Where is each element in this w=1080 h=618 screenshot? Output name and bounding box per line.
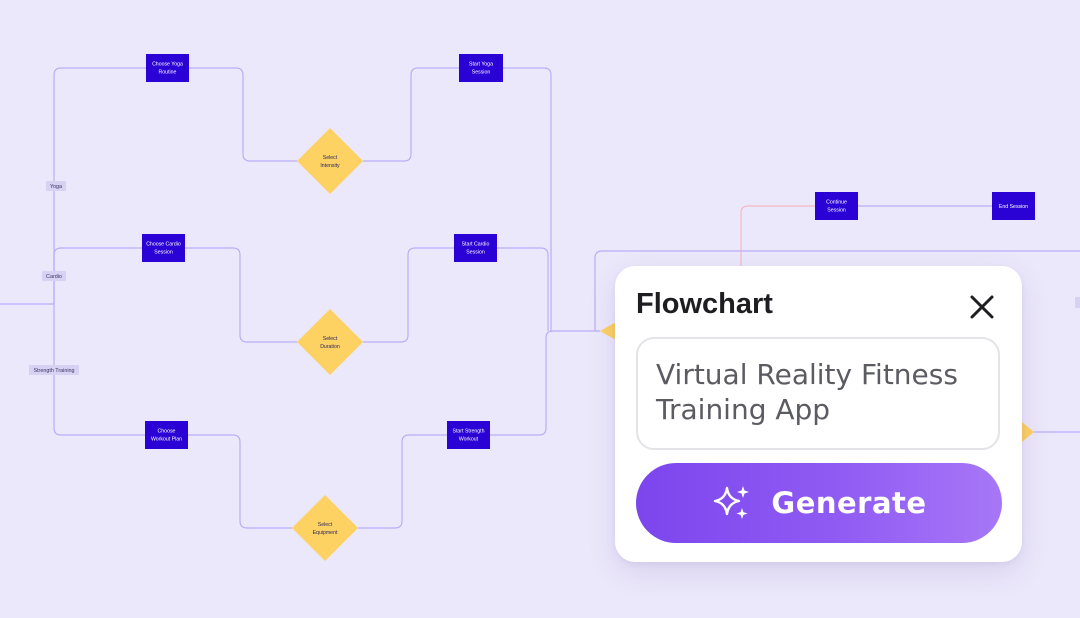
generate-button[interactable]: Generate xyxy=(636,463,1002,543)
node-choose-workout[interactable]: Choose Workout Plan xyxy=(145,421,188,449)
edge-start-yoga-merge xyxy=(503,67,600,332)
node-choose-workout-line2: Workout Plan xyxy=(151,437,182,443)
node-start-cardio-line2: Session xyxy=(466,250,485,256)
node-end-session-label: End Session xyxy=(999,204,1028,210)
node-continue-session-line1: Continue xyxy=(826,200,847,206)
node-start-cardio-line1: Start Cardio xyxy=(462,242,490,248)
decision-select-intensity-line1: Select xyxy=(323,155,338,161)
node-start-yoga[interactable]: Start Yoga Session xyxy=(459,54,503,82)
decision-select-duration-line2: Duration xyxy=(320,344,340,350)
edge-to-cardio xyxy=(53,247,142,304)
edge-label-strength-text: Strength Training xyxy=(33,368,74,374)
edge-label-strength: Strength Training xyxy=(29,365,79,375)
edge-duration-start-cardio xyxy=(363,247,454,343)
node-choose-yoga[interactable]: Choose Yoga Routine xyxy=(146,54,189,82)
decision-select-equipment[interactable]: Select Equipment xyxy=(292,495,358,561)
decision-select-duration[interactable]: Select Duration xyxy=(297,309,363,375)
edge-to-yoga xyxy=(53,67,146,304)
close-button[interactable] xyxy=(965,290,999,324)
close-icon xyxy=(970,295,994,319)
node-choose-cardio-line2: Session xyxy=(154,250,173,256)
decision-merge-partial[interactable] xyxy=(600,322,616,340)
node-end-session[interactable]: End Session xyxy=(992,192,1035,220)
edge-label-cardio-text: Cardio xyxy=(46,274,62,280)
node-choose-cardio[interactable]: Choose Cardio Session xyxy=(142,234,185,262)
node-choose-cardio-line1: Choose Cardio xyxy=(146,242,181,248)
node-start-strength-line2: Workout xyxy=(459,437,479,443)
decision-select-intensity-line2: Intensity xyxy=(320,163,340,169)
edge-start-cardio-merge xyxy=(497,247,549,331)
decision-select-intensity[interactable]: Select Intensity xyxy=(297,128,363,194)
decision-select-duration-line1: Select xyxy=(323,336,338,342)
panel-title: Flowchart xyxy=(636,288,773,320)
node-start-strength-line1: Start Strength xyxy=(452,429,484,435)
flowchart-generator-panel: Flowchart Virtual Reality Fitness Traini… xyxy=(615,266,1022,562)
edge-yoga-intensity xyxy=(189,67,297,162)
node-start-cardio[interactable]: Start Cardio Session xyxy=(454,234,497,262)
edge-to-strength xyxy=(53,304,145,436)
edge-label-cardio: Cardio xyxy=(42,271,66,281)
edge-intensity-start-yoga xyxy=(363,67,459,162)
sparkles-icon xyxy=(714,486,750,519)
decision-select-equipment-line1: Select xyxy=(318,522,333,528)
decision-select-equipment-line2: Equipment xyxy=(313,530,338,536)
edge-to-continue xyxy=(740,205,815,266)
edge-start-strength-merge xyxy=(490,330,554,436)
edge-cardio-duration xyxy=(185,247,297,343)
node-continue-session-line2: Session xyxy=(827,208,846,214)
node-choose-yoga-line2: Routine xyxy=(159,70,177,76)
node-choose-yoga-line1: Choose Yoga xyxy=(152,62,183,68)
node-continue-session[interactable]: Continue Session xyxy=(815,192,858,220)
node-start-yoga-line1: Start Yoga xyxy=(469,62,493,68)
generate-label: Generate xyxy=(771,486,927,520)
edge-merge-right xyxy=(594,250,1080,331)
flowchart-edges xyxy=(0,67,1080,529)
edge-label-partial xyxy=(1075,297,1080,308)
node-start-strength[interactable]: Start Strength Workout xyxy=(447,421,490,449)
node-choose-workout-line1: Choose xyxy=(158,429,176,435)
edge-workout-equipment xyxy=(188,434,292,529)
edge-label-yoga-text: Yoga xyxy=(50,184,62,190)
edge-label-yoga: Yoga xyxy=(46,181,66,191)
node-start-yoga-line2: Session xyxy=(472,70,491,76)
prompt-input[interactable]: Virtual Reality Fitness Training App xyxy=(636,337,1000,450)
edge-equipment-start-strength xyxy=(358,434,447,529)
decision-right-partial[interactable] xyxy=(1022,422,1034,442)
